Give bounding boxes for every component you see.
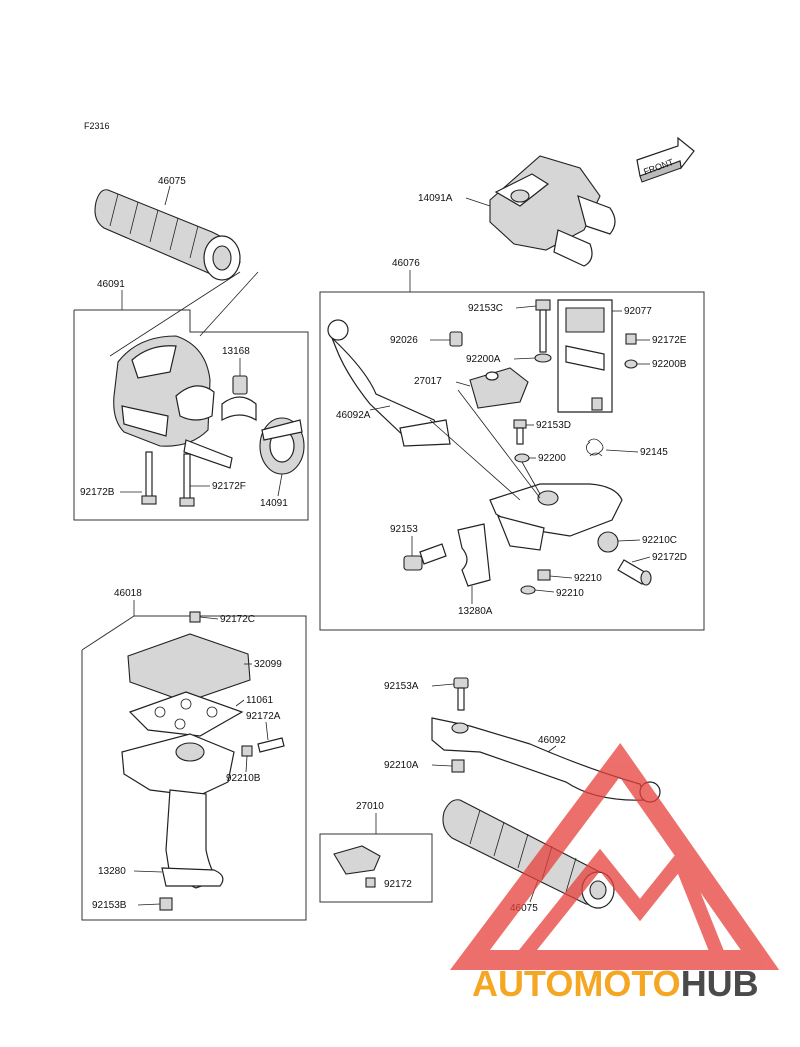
callout-32099: 32099: [254, 659, 282, 670]
frame-27010: [319, 833, 433, 903]
watermark-logo: [450, 742, 780, 970]
watermark-triangle-icon: [450, 742, 780, 970]
bolt-92153C: [535, 299, 551, 353]
callout-92172C: 92172C: [220, 614, 255, 625]
screw-92172C: [189, 611, 201, 623]
master-cylinder-46018: [121, 733, 235, 889]
callout-92172A: 92172A: [246, 711, 281, 722]
screw-92172F: [179, 453, 195, 507]
frame-46018: [81, 615, 307, 921]
clamp-13280A: [457, 523, 491, 587]
callout-92200: 92200: [538, 453, 566, 464]
frame-46076: [319, 291, 705, 631]
callout-92172E: 92172E: [652, 335, 687, 346]
callout-46018: 46018: [114, 588, 142, 599]
callout-92210B: 92210B: [226, 773, 261, 784]
washer-92210-b: [520, 585, 536, 595]
callout-92026: 92026: [390, 335, 418, 346]
callout-92210C: 92210C: [642, 535, 677, 546]
gasket-11061: [128, 691, 244, 737]
callout-92153B: 92153B: [92, 900, 127, 911]
part-14091A: [489, 155, 616, 267]
callout-14091A: 14091A: [418, 193, 453, 204]
screw-92172: [365, 877, 376, 888]
bolt-92153B: [159, 897, 173, 911]
figure-code: F2316: [84, 121, 110, 131]
clamp-13280: [161, 867, 224, 887]
callout-46092A: 46092A: [336, 410, 371, 421]
part-13168: [221, 375, 257, 422]
frame-46091: [73, 309, 309, 521]
bolt-92153: [403, 543, 447, 571]
nut-92210A: [451, 759, 465, 773]
callout-92210A: 92210A: [384, 760, 419, 771]
callout-92145: 92145: [640, 447, 668, 458]
callout-92153: 92153: [390, 524, 418, 535]
callout-92077: 92077: [624, 306, 652, 317]
callout-92200A: 92200A: [466, 354, 501, 365]
watermark-moto: MOTO: [573, 963, 680, 1004]
nut-92210-a: [537, 569, 551, 581]
part-92026: [449, 331, 463, 347]
callout-13168: 13168: [222, 346, 250, 357]
watermark-auto: AUTO: [472, 963, 573, 1004]
bolt-92153D: [513, 419, 527, 445]
screw-92172A: [257, 737, 285, 753]
callout-46075-top: 46075: [158, 176, 186, 187]
callout-92200B: 92200B: [652, 359, 687, 370]
switch-27010: [333, 845, 381, 875]
grip-46075-top: [94, 189, 241, 281]
watermark-hub: HUB: [681, 963, 759, 1004]
callout-92210-b: 92210: [556, 588, 584, 599]
washer-92200B: [624, 359, 638, 369]
screw-92172E: [625, 333, 637, 345]
watermark-m-icon: [514, 846, 727, 965]
callout-92172D: 92172D: [652, 552, 687, 563]
part-14091: [259, 417, 305, 475]
washer-92200: [514, 453, 530, 463]
callout-14091: 14091: [260, 498, 288, 509]
front-arrow-icon: FRONT: [636, 136, 695, 183]
spring-92145: [586, 438, 604, 457]
callout-92153C: 92153C: [468, 303, 503, 314]
switch-housing-46091: [113, 335, 233, 469]
callout-46075-bottom: 46075: [510, 903, 538, 914]
master-cylinder-body: [489, 483, 623, 551]
callout-92172F: 92172F: [212, 481, 246, 492]
callout-92172: 92172: [384, 879, 412, 890]
washer-92200A: [534, 353, 552, 363]
part-27017: [469, 367, 529, 409]
part-92077: [557, 299, 613, 413]
callout-46092: 46092: [538, 735, 566, 746]
callout-27017: 27017: [414, 376, 442, 387]
callout-46076: 46076: [392, 258, 420, 269]
callout-92153D: 92153D: [536, 420, 571, 431]
callout-92172B: 92172B: [80, 487, 115, 498]
screw-92172D: [617, 559, 652, 586]
callout-92153A: 92153A: [384, 681, 419, 692]
callout-13280A: 13280A: [458, 606, 493, 617]
callout-27010: 27010: [356, 801, 384, 812]
bolt-92153A: [453, 677, 469, 711]
callout-46091: 46091: [97, 279, 125, 290]
screw-92172B: [141, 451, 157, 505]
cap-32099: [127, 633, 251, 703]
watermark-text: AUTOMOTOHUB: [472, 963, 759, 1004]
part-92210C: [597, 531, 619, 553]
callout-11061: 11061: [246, 695, 274, 706]
callout-92210-a: 92210: [574, 573, 602, 584]
nut-92210B: [241, 745, 253, 757]
callout-13280: 13280: [98, 866, 126, 877]
